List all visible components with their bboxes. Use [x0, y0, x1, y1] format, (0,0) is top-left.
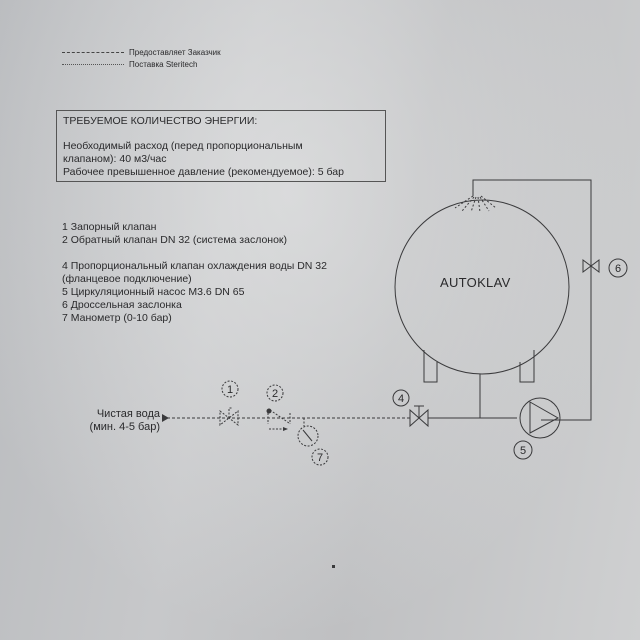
energy-line: Рабочее превышенное давление (рекомендуе… — [63, 166, 344, 178]
list-item: 1 Запорный клапан — [62, 221, 157, 233]
list-item: 4 Пропорциональный клапан охлаждения вод… — [62, 260, 327, 272]
actuator-stem — [414, 405, 424, 418]
list-item: 2 Обратный клапан DN 32 (система заслоно… — [62, 234, 288, 246]
shutoff-valve-icon — [219, 407, 239, 427]
return-pipe — [472, 179, 592, 421]
vessel-leg-left — [423, 350, 438, 383]
list-item: 6 Дроссельная заслонка — [62, 299, 182, 311]
check-valve-pivot — [266, 408, 272, 414]
energy-line: Необходимый расход (перед пропорциональн… — [63, 140, 303, 152]
paper-speck — [332, 565, 335, 568]
proportional-valve-icon — [409, 408, 429, 428]
circulation-pump-icon — [519, 397, 561, 439]
legend-item-steritech: Поставка Steritech — [62, 58, 221, 70]
marker-6: 6 — [615, 263, 621, 275]
spray-nozzle-icon — [454, 195, 497, 213]
vessel-leg-right — [519, 350, 535, 383]
list-item: 7 Манометр (0-10 бар) — [62, 312, 172, 324]
vessel-label: AUTOKLAV — [440, 275, 511, 290]
energy-line: клапаном): 40 м3/час — [63, 153, 167, 165]
inlet-arrow-icon — [162, 414, 169, 422]
energy-requirements-box: ТРЕБУЕМОЕ КОЛИЧЕСТВО ЭНЕРГИИ: Необходимы… — [56, 110, 386, 182]
pump-triangle — [529, 401, 560, 434]
marker-1: 1 — [227, 384, 233, 396]
list-item: 5 Циркуляционный насос М3.6 DN 65 — [62, 286, 245, 298]
component-list: 1 Запорный клапан 2 Обратный клапан DN 3… — [62, 221, 327, 325]
line-legend: Предоставляет Заказчик Поставка Steritec… — [62, 46, 221, 70]
autoclave-vessel — [394, 199, 570, 375]
legend-item-customer: Предоставляет Заказчик — [62, 46, 221, 58]
solid-line-sample — [62, 63, 124, 65]
marker-4: 4 — [398, 393, 404, 405]
marker-2: 2 — [272, 388, 278, 400]
inlet-label: Чистая вода (мин. 4-5 бар) — [89, 408, 160, 433]
energy-box-title: ТРЕБУЕМОЕ КОЛИЧЕСТВО ЭНЕРГИИ: — [63, 115, 258, 127]
check-valve-icon — [267, 409, 291, 430]
dashed-line-sample — [62, 51, 124, 53]
throttle-valve-icon — [582, 259, 600, 273]
marker-7: 7 — [317, 452, 323, 464]
manometer-icon — [297, 425, 319, 447]
marker-5: 5 — [520, 445, 526, 457]
list-item: (фланцевое подключение) — [62, 273, 192, 285]
